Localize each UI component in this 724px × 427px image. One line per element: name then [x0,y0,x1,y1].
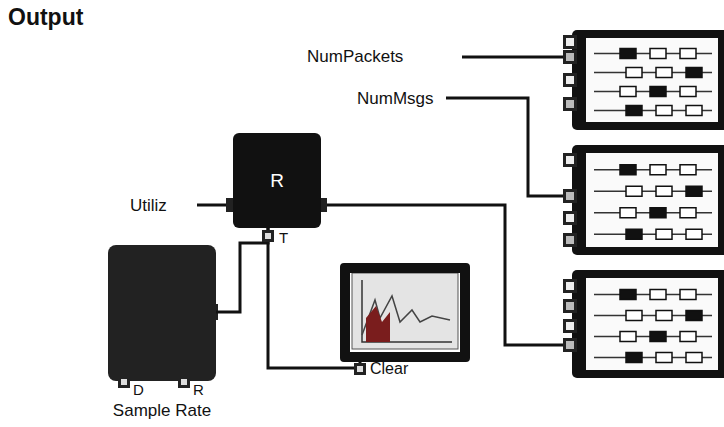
box-caption: Sample Rate [113,402,211,419]
signal-name: Utiliz [128,197,169,214]
title: Output [8,6,83,29]
operator-box: RT [233,133,321,228]
wire [462,56,563,59]
signal-name: NumPackets [305,48,405,65]
wire [446,98,563,196]
pin [178,376,190,388]
pin-name: T [279,230,288,245]
pin-name: D [133,382,144,397]
pin-name: R [193,382,204,397]
pin [118,376,130,388]
chart-box: Clear [340,263,470,362]
operator-label: R [270,171,284,190]
pin [354,363,366,375]
signal-name: NumMsgs [355,90,436,107]
chart-screen [352,273,458,349]
wire [216,228,268,312]
display-panel [563,270,724,378]
pin [262,230,274,242]
display-panel [563,30,724,130]
pin-name: Clear [370,361,408,377]
clock-box: DRSample Rate [108,245,216,381]
display-panel [563,30,724,378]
display-panel [563,145,724,255]
